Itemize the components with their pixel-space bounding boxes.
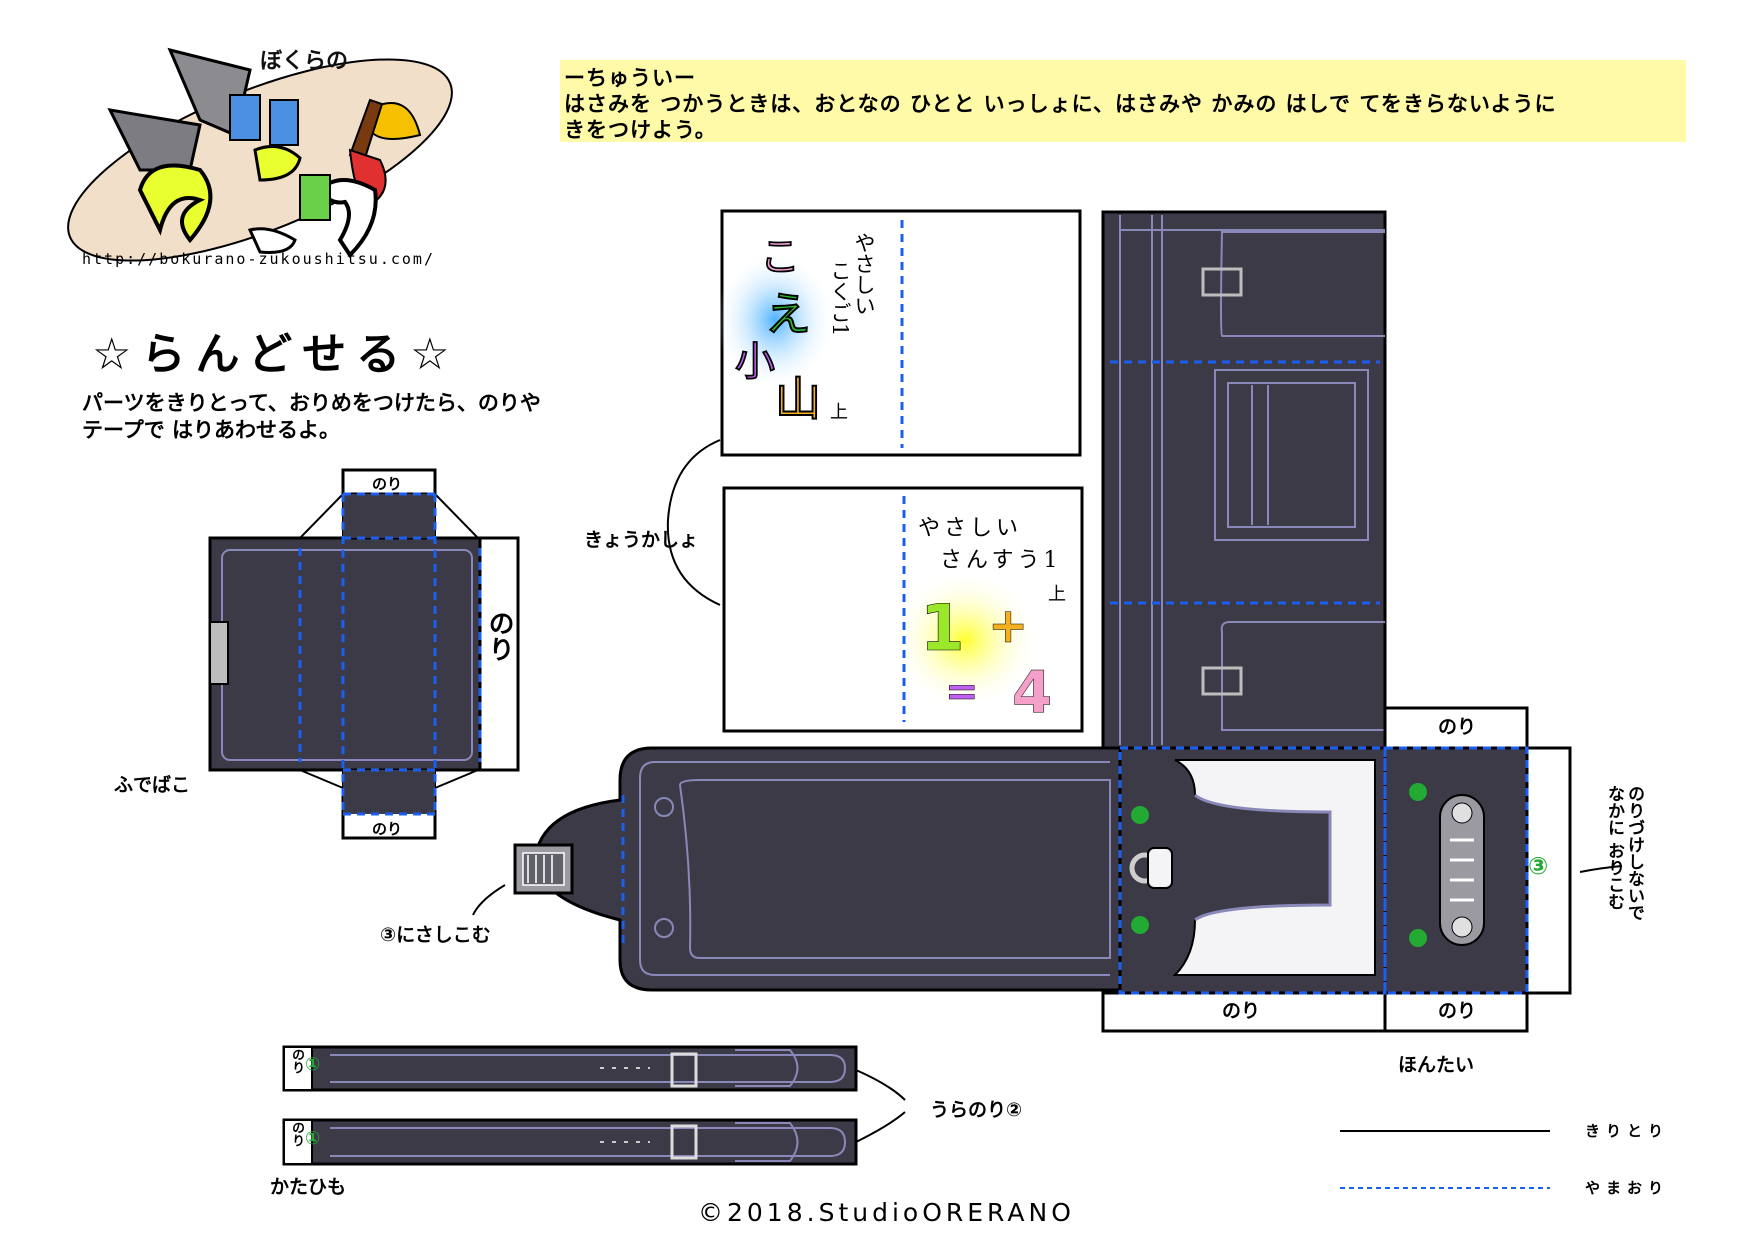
kokugo-book: こ え 小 山 bbox=[715, 209, 1082, 457]
strap1-nori-text: のり bbox=[289, 1048, 304, 1074]
strap2-nori-text: のり bbox=[289, 1121, 304, 1147]
instructions-line2: テープで はりあわせるよ。 bbox=[82, 418, 341, 442]
svg-text:山: 山 bbox=[775, 372, 821, 426]
strap1-nori: のり bbox=[287, 1048, 304, 1074]
kokugo-subtitle: こくご1 bbox=[828, 260, 852, 410]
fudebako-label: ふでばこ bbox=[114, 774, 191, 796]
legend-cut: きりとり bbox=[1585, 1122, 1670, 1140]
svg-text:1: 1 bbox=[920, 592, 965, 666]
norizuke-note: のりづけしないで なかに おりこむ bbox=[1604, 785, 1644, 965]
kokugo-vol: 上 bbox=[830, 402, 848, 423]
logo-title: ぼくらの bbox=[260, 49, 348, 74]
uranori-label: うらのり② bbox=[930, 1099, 1023, 1121]
notice-heading: ーちゅういー bbox=[564, 66, 696, 90]
body-nori-bottom-left: のり bbox=[1222, 1000, 1261, 1022]
logo-art: ぼくらの bbox=[67, 47, 453, 262]
fudebako-nori-bottom: のり bbox=[372, 820, 403, 838]
flap-part bbox=[472, 746, 1122, 992]
safety-notice: ーちゅういー はさみを つかうときは、おとなの ひとと いっしょに、はさみや か… bbox=[560, 60, 1686, 142]
kokugo-title: やさしい bbox=[852, 232, 876, 432]
body-circle3-marker: ③ bbox=[1528, 852, 1549, 880]
strap2-circle1: ① bbox=[305, 1128, 321, 1149]
logo: ぼくらの bbox=[50, 40, 470, 280]
sansu-subtitle: さんすう1 bbox=[940, 548, 1062, 573]
site-url: http://bokurano-zukoushitsu.com/ bbox=[82, 250, 435, 268]
notice-line1: はさみを つかうときは、おとなの ひとと いっしょに、はさみや かみの はしで … bbox=[564, 92, 1557, 116]
kokugo-title-text: やさしい bbox=[852, 232, 876, 316]
svg-text:+: + bbox=[988, 598, 1028, 654]
strap-1 bbox=[282, 1045, 858, 1092]
sansu-title: やさしい bbox=[918, 516, 1023, 541]
hontai-part bbox=[1101, 210, 1387, 750]
norizuke-note-line1: のりづけしないで bbox=[1624, 785, 1644, 921]
instructions-line1: パーツをきりとって、おりめをつけたら、のりや bbox=[82, 391, 541, 415]
fudebako-nori-side: のり bbox=[484, 610, 514, 662]
strap2-nori: のり bbox=[287, 1121, 304, 1147]
svg-text:え: え bbox=[765, 287, 811, 341]
strap1-circle1: ① bbox=[305, 1054, 321, 1075]
svg-text:=: = bbox=[945, 669, 979, 715]
katahimo-label: かたひも bbox=[270, 1176, 347, 1198]
hontai-label: ほんたい bbox=[1398, 1054, 1475, 1076]
sashikomu-label: ③にさしこむ bbox=[380, 924, 491, 946]
fudebako-nori-side-text: のり bbox=[484, 610, 514, 662]
body-nori-bottom-right: のり bbox=[1438, 1000, 1477, 1022]
svg-text:小: 小 bbox=[735, 339, 775, 385]
copyright: ©2018.StudioORERANO bbox=[698, 1198, 1075, 1227]
sansu-book: 1 + = 4 bbox=[722, 486, 1084, 733]
svg-text:4: 4 bbox=[1012, 658, 1052, 726]
sansu-vol: 上 bbox=[1048, 584, 1066, 605]
strap-2 bbox=[282, 1118, 858, 1166]
fudebako-nori-top: のり bbox=[372, 475, 403, 493]
notice-line2: きをつけよう。 bbox=[564, 118, 717, 142]
norizuke-note-line2: なかに おりこむ bbox=[1604, 785, 1624, 910]
kyoukasho-label: きょうかしょ bbox=[584, 529, 699, 551]
fudebako-part bbox=[208, 468, 520, 840]
page-title: ☆らんどせる☆ bbox=[92, 329, 460, 380]
kokugo-subtitle-text: こくご1 bbox=[828, 260, 852, 337]
svg-text:こ: こ bbox=[760, 234, 800, 280]
legend-fold: やまおり bbox=[1585, 1179, 1670, 1197]
body-nori-top: のり bbox=[1438, 716, 1477, 738]
body-box bbox=[1101, 706, 1623, 1033]
